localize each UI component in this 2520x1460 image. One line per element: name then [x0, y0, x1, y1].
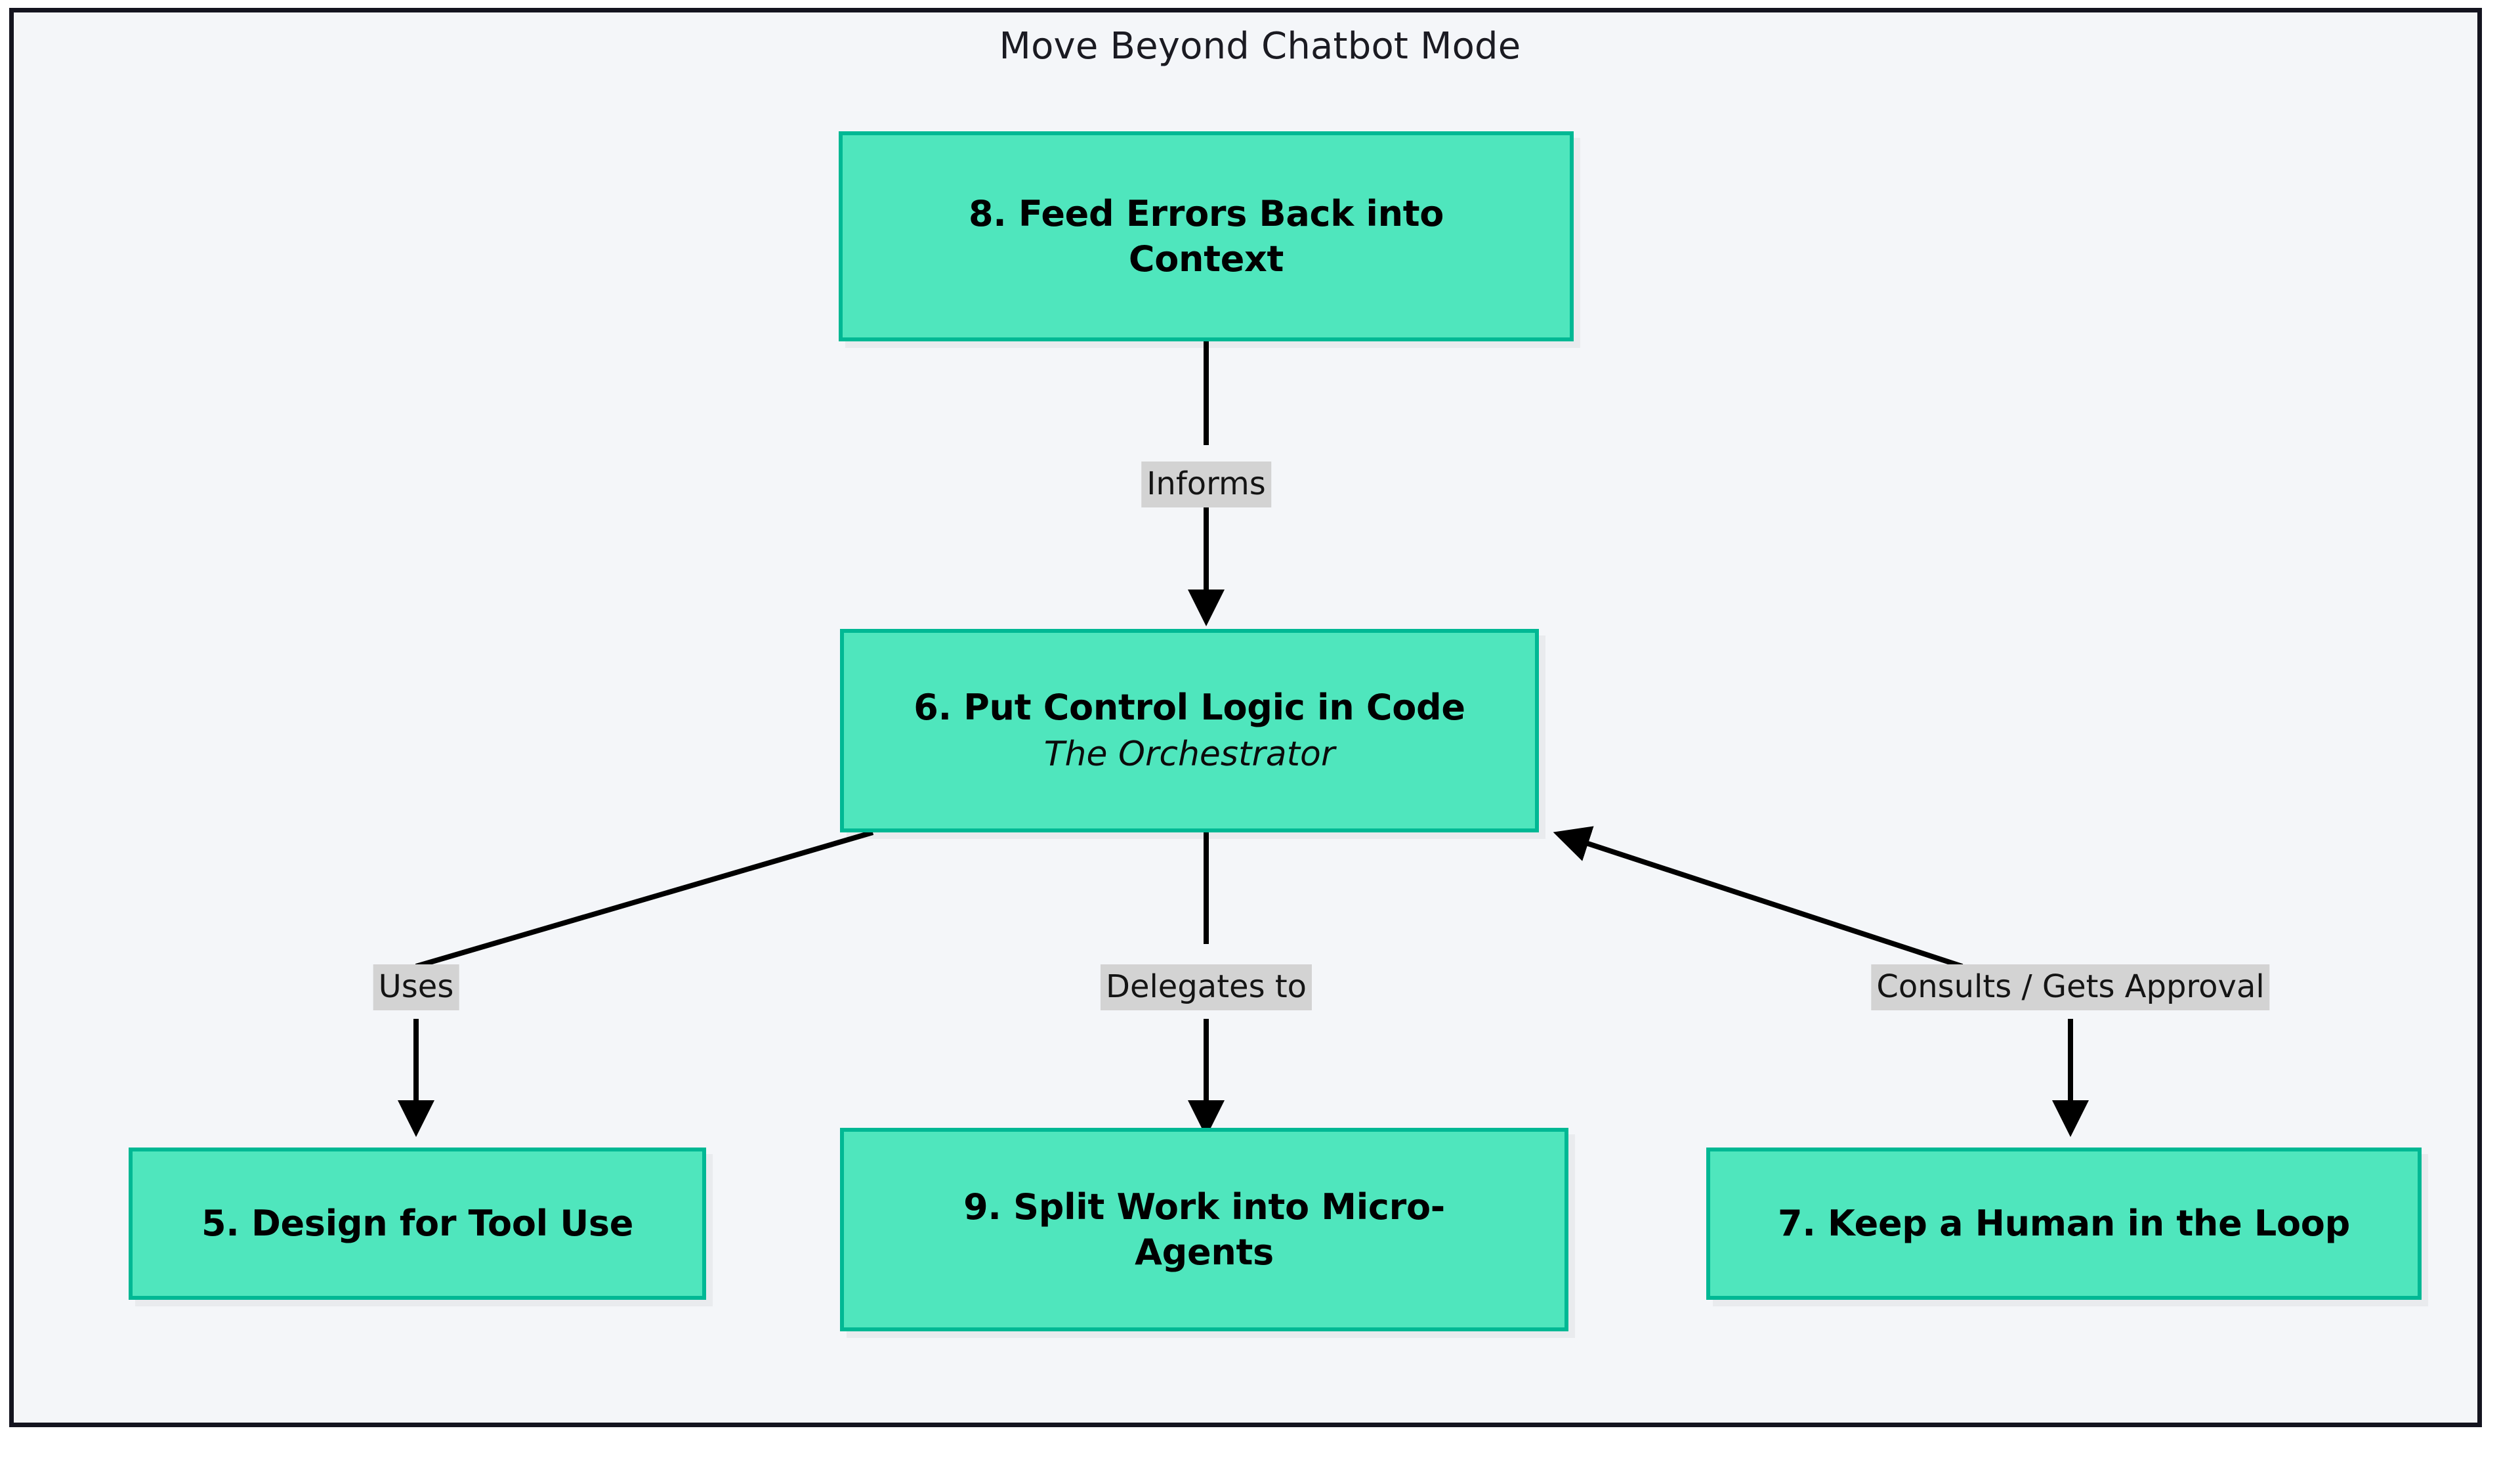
node-label-line2: Context [1128, 238, 1284, 280]
edge-label-uses: Uses [373, 964, 459, 1010]
edge-label-consults-gets-approval: Consults / Gets Approval [1871, 964, 2270, 1010]
node-design-for-tool-use[interactable]: 5. Design for Tool Use [129, 1148, 706, 1300]
diagram-title: Move Beyond Chatbot Mode [999, 25, 1521, 68]
edge-label-delegates-to: Delegates to [1100, 964, 1312, 1010]
node-sublabel-orchestrator: The Orchestrator [1043, 735, 1335, 775]
node-label-line1: 5. Design for Tool Use [201, 1203, 634, 1245]
node-label-line1: 7. Keep a Human in the Loop [1778, 1203, 2350, 1245]
edge-label-informs: Informs [1141, 462, 1271, 507]
node-keep-a-human-in-the-loop[interactable]: 7. Keep a Human in the Loop [1706, 1148, 2422, 1300]
node-split-work-into-micro-agents[interactable]: 9. Split Work into Micro- Agents [840, 1128, 1568, 1331]
node-label-line1: 8. Feed Errors Back into [968, 192, 1444, 234]
node-put-control-logic-in-code[interactable]: 6. Put Control Logic in Code The Orchest… [840, 629, 1539, 832]
node-feed-errors-back-into-context[interactable]: 8. Feed Errors Back into Context [839, 131, 1574, 341]
node-label-line1: 6. Put Control Logic in Code [914, 687, 1465, 729]
node-label-line2: Agents [1135, 1232, 1274, 1273]
node-label-line1: 9. Split Work into Micro- [963, 1186, 1445, 1228]
